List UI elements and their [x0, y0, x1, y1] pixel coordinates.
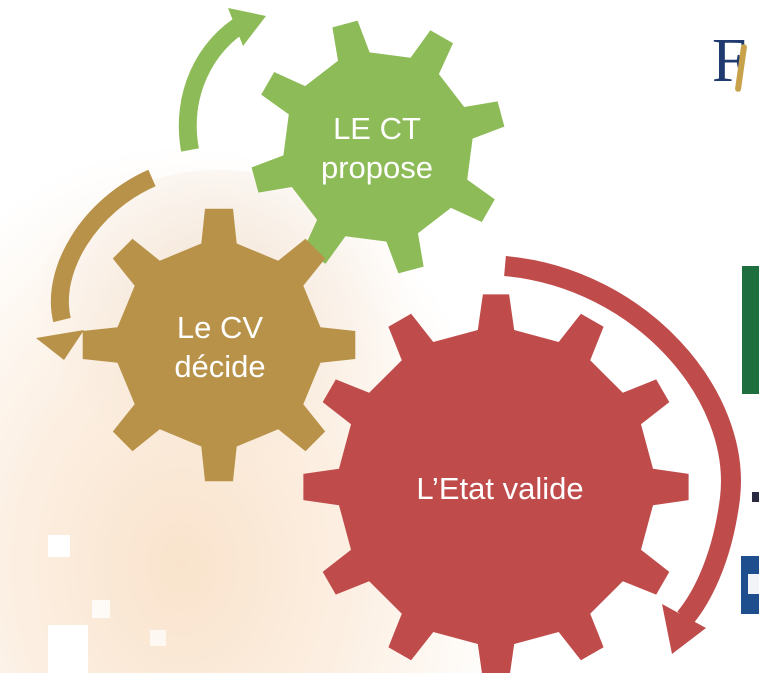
decor-square — [48, 625, 88, 673]
cv-arrow — [50, 169, 156, 323]
gear-ct-label: LE CT propose — [292, 110, 462, 188]
ct-arrow-head — [228, 8, 266, 46]
decor-square — [92, 600, 110, 618]
gear-etat-line-1: L’Etat valide — [416, 471, 584, 506]
cv-arrow-head — [36, 330, 84, 360]
etat-arrow-head — [662, 604, 706, 654]
decor-square — [150, 630, 166, 646]
gear-etat — [303, 294, 689, 673]
gear-etat-label: L’Etat valide — [370, 470, 630, 509]
gear-ct-line-2: propose — [320, 149, 434, 185]
decor-square — [48, 535, 70, 557]
edge-mark — [752, 492, 759, 502]
etat-arrow — [504, 256, 741, 625]
ct-arrow — [178, 14, 250, 152]
green-edge-band — [742, 266, 759, 394]
gear-cv-line-1: Le CV — [176, 310, 264, 345]
gear-cv-line-2: décide — [174, 348, 266, 384]
gear-cv-label: Le CV décide — [130, 309, 310, 387]
gear-ct-line-1: LE CT — [333, 111, 421, 146]
gear-ct — [251, 20, 505, 274]
gear-cv — [82, 208, 356, 482]
blue-edge-notch — [748, 574, 759, 594]
